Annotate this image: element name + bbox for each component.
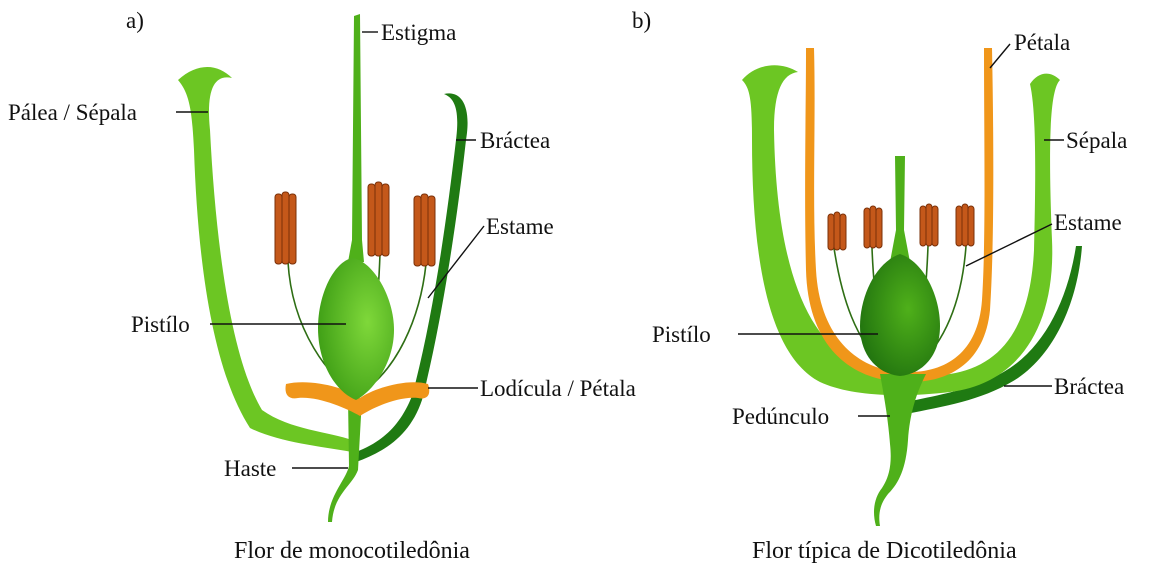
label-bract-a: Bráctea xyxy=(480,128,550,153)
caption-b: Flor típica de Dicotiledônia xyxy=(752,538,1017,564)
label-stigma: Estigma xyxy=(381,20,456,45)
ovary-b-shape xyxy=(860,254,940,376)
panel-b-dicot: b) xyxy=(632,8,1127,564)
ovary-a-shape xyxy=(318,258,394,400)
panel-a-monocot: a) xyxy=(8,8,636,564)
label-stamen-a: Estame xyxy=(486,214,554,239)
caption-a: Flor de monocotiledônia xyxy=(234,538,470,564)
style-a-shape xyxy=(348,14,364,262)
panel-b-letter: b) xyxy=(632,8,651,33)
label-pistil-a: Pistílo xyxy=(131,312,190,337)
label-stem: Haste xyxy=(224,456,276,481)
label-stamen-b: Estame xyxy=(1054,210,1122,235)
label-bract-b: Bráctea xyxy=(1054,374,1124,399)
label-sepal: Sépala xyxy=(1066,128,1127,153)
style-b-shape xyxy=(890,156,910,262)
peduncle-shape xyxy=(874,374,926,526)
label-petal: Pétala xyxy=(1014,30,1070,55)
label-palea: Pálea / Sépala xyxy=(8,100,137,125)
stem-a-shape xyxy=(328,398,362,522)
label-pistil-b: Pistílo xyxy=(652,322,711,347)
label-peduncle: Pedúnculo xyxy=(732,404,829,429)
label-lodicule: Lodícula / Pétala xyxy=(480,376,636,401)
panel-a-letter: a) xyxy=(126,8,144,33)
